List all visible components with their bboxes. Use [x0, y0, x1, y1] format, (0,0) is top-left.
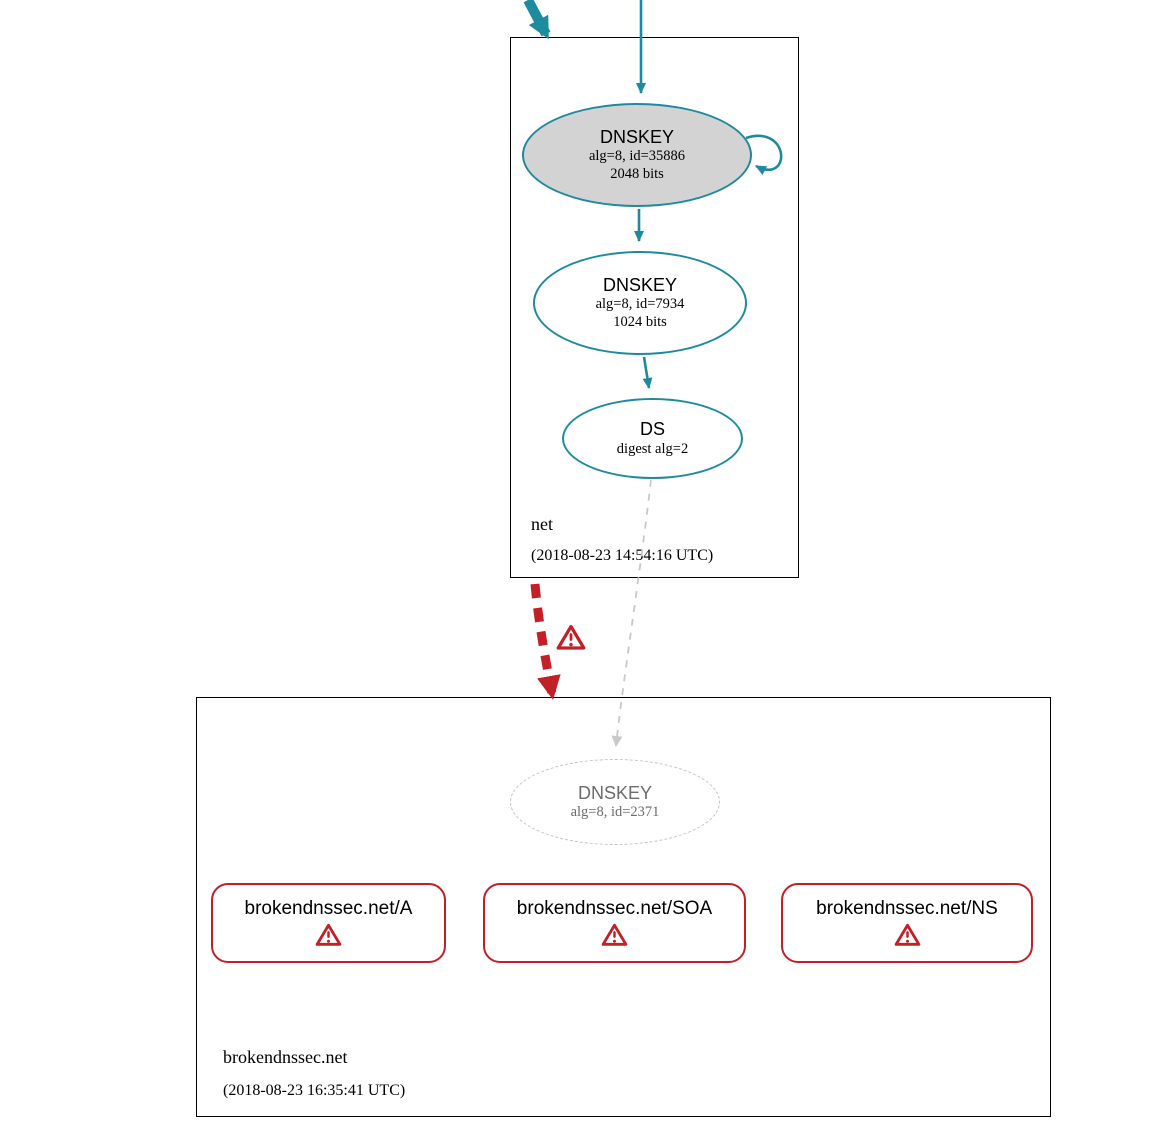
node-title: DNSKEY — [602, 274, 678, 295]
node-detail: alg=8, id=35886 — [588, 148, 686, 165]
warning-triangle-icon — [601, 923, 628, 947]
rrset-label: brokendnssec.net/NS — [816, 898, 998, 920]
node-dnskey-zsk[interactable]: DNSKEY alg=8, id=7934 1024 bits — [533, 251, 747, 355]
node-title: DS — [639, 419, 665, 440]
edge-bogus-delegation — [530, 583, 561, 700]
rrset-a[interactable]: brokendnssec.net/A — [211, 883, 446, 963]
zone-name-net: net — [531, 514, 553, 534]
node-dnskey-ksk[interactable]: DNSKEY alg=8, id=35886 2048 bits — [522, 103, 752, 207]
node-ds[interactable]: DS digest alg=2 — [562, 398, 743, 479]
node-detail: digest alg=2 — [616, 440, 689, 457]
zone-name-brokendnssec: brokendnssec.net — [223, 1047, 348, 1067]
rrset-soa[interactable]: brokendnssec.net/SOA — [483, 883, 746, 963]
delegation-warning-icon — [556, 624, 586, 651]
node-title: DNSKEY — [599, 126, 675, 147]
node-detail: alg=8, id=7934 — [595, 296, 685, 313]
edge-incoming-thick — [523, 0, 551, 40]
node-bits: 1024 bits — [613, 314, 667, 331]
rrset-label: brokendnssec.net/SOA — [516, 898, 713, 920]
zone-timestamp-net: (2018-08-23 14:54:16 UTC) — [531, 547, 714, 564]
warning-triangle-icon — [315, 923, 342, 947]
node-title: DNSKEY — [577, 782, 653, 803]
node-dnskey-child[interactable]: DNSKEY alg=8, id=2371 — [510, 759, 720, 845]
warning-triangle-icon — [894, 923, 921, 947]
rrset-ns[interactable]: brokendnssec.net/NS — [781, 883, 1033, 963]
zone-timestamp-brokendnssec: (2018-08-23 16:35:41 UTC) — [223, 1082, 406, 1099]
node-detail: alg=8, id=2371 — [570, 804, 660, 821]
rrset-label: brokendnssec.net/A — [244, 898, 413, 920]
node-bits: 2048 bits — [610, 166, 664, 183]
